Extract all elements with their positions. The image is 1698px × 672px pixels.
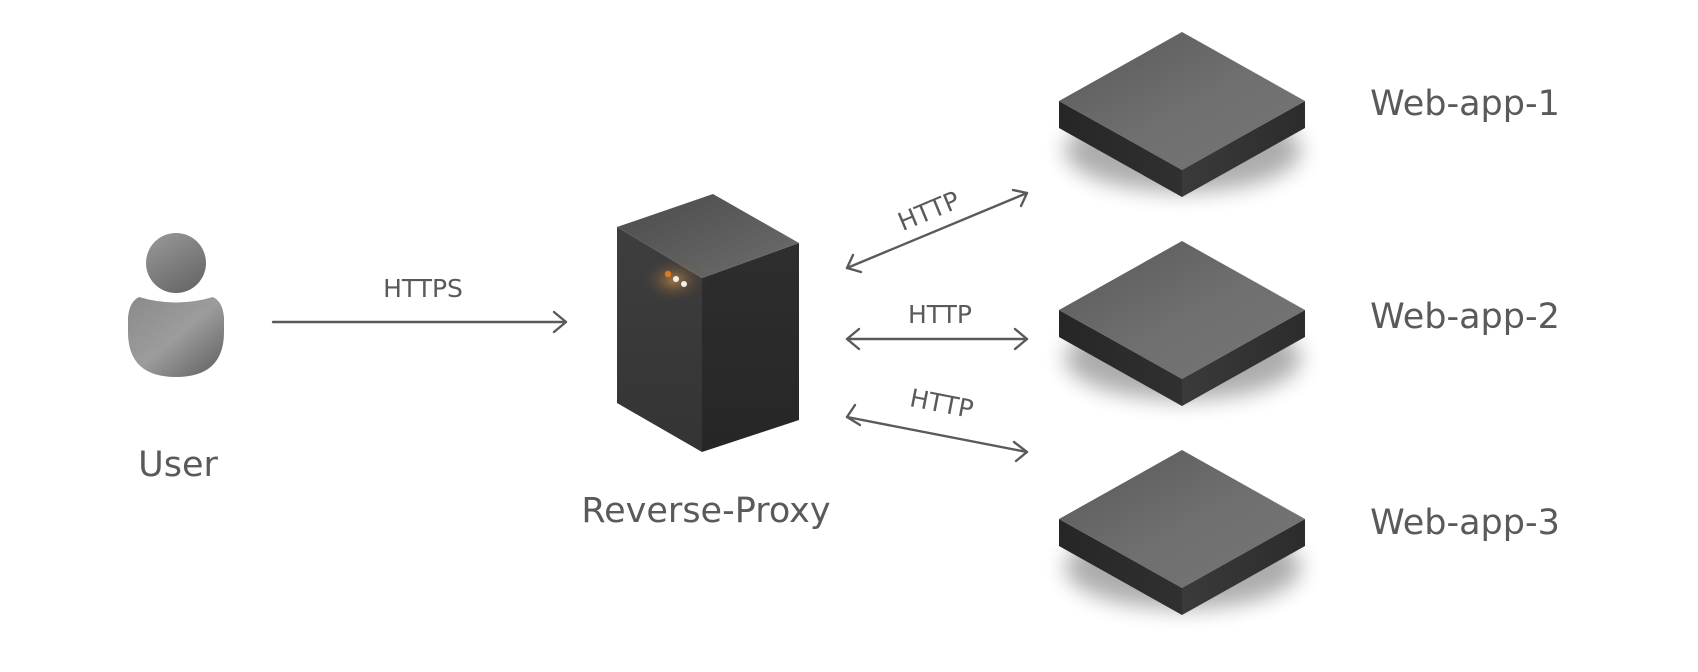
http-edge-3-label: HTTP — [907, 383, 975, 424]
web-app-1-label: Web-app-1 — [1370, 84, 1560, 124]
http-edge-3: HTTP — [845, 383, 1029, 463]
https-arrow-head — [552, 310, 568, 334]
status-light-2 — [673, 276, 679, 282]
status-light-1 — [664, 270, 672, 278]
server-block-icon — [1059, 450, 1305, 615]
server-block-icon — [1059, 241, 1305, 406]
server-block-1-left-face — [1059, 101, 1182, 197]
server-block-1-right-face — [1182, 101, 1305, 197]
http-edge-1: HTTP — [845, 185, 1029, 274]
user-label: User — [138, 445, 218, 485]
status-light-3 — [681, 281, 687, 287]
server-tower-icon — [617, 194, 799, 452]
server-block-2-left-face — [1059, 310, 1182, 406]
server-block-2-top-face — [1059, 241, 1305, 379]
server-block-3-left-face — [1059, 519, 1182, 615]
http-edge-2: HTTP — [845, 300, 1029, 351]
http-edge-2-label: HTTP — [908, 300, 972, 329]
server-block-3-right-face — [1182, 519, 1305, 615]
server-block-1-top-face — [1059, 32, 1305, 170]
user-body-shape — [128, 297, 224, 377]
http-edge-3-head-end — [1012, 440, 1029, 463]
http-edge-1-label: HTTP — [894, 185, 964, 236]
http-edge-2-head-start — [845, 327, 861, 351]
proxy-label: Reverse-Proxy — [581, 491, 830, 531]
http-edge-2-head-end — [1013, 327, 1029, 351]
server-block-2-right-face — [1182, 310, 1305, 406]
user-icon — [128, 233, 224, 377]
http-edge-3-line — [845, 415, 1029, 454]
status-lights — [664, 270, 687, 287]
user-head-shape — [146, 233, 206, 293]
http-edge-1-line — [845, 191, 1029, 270]
https-edge-label: HTTPS — [383, 274, 463, 303]
tower-top-face — [617, 194, 799, 278]
https-edge: HTTPS — [271, 274, 568, 334]
http-edge-3-head-start — [845, 403, 862, 427]
server-block-icon — [1059, 32, 1305, 197]
server-block-3-top-face — [1059, 450, 1305, 588]
tower-right-face — [702, 243, 799, 452]
http-edge-1-head-end — [1011, 188, 1029, 208]
http-edge-1-head-start — [845, 253, 863, 274]
web-app-3-label: Web-app-3 — [1370, 503, 1560, 543]
web-app-2-label: Web-app-2 — [1370, 297, 1560, 337]
